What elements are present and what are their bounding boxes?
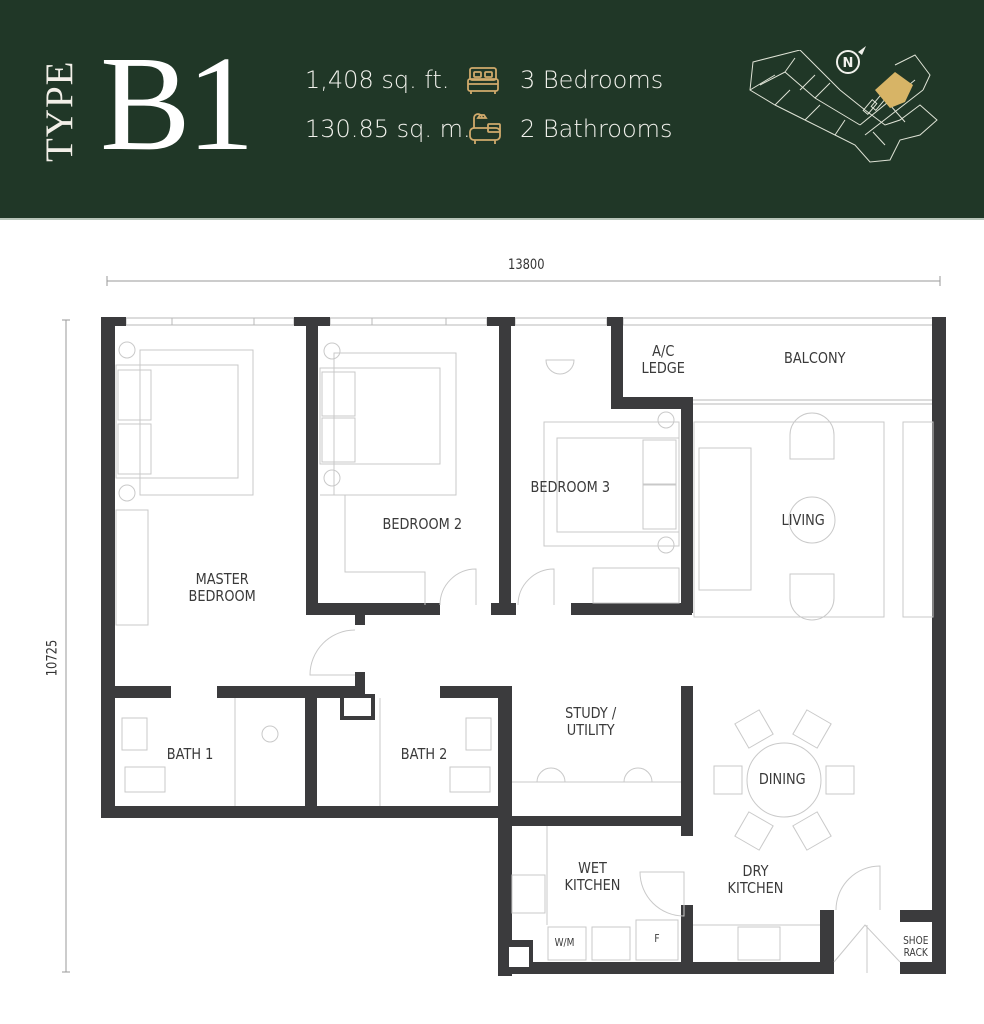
floor-plan: 13800: [0, 220, 984, 1024]
washing-machine-label: W/M: [554, 937, 575, 949]
room-bedroom-2: BEDROOM 2: [382, 515, 463, 533]
area-sqft: 1,408 sq. ft.: [305, 66, 450, 94]
floor-plan-drawing: [62, 276, 946, 976]
fridge-label: F: [654, 933, 660, 945]
compass-north-icon: N: [836, 46, 866, 74]
room-study-utility: STUDY /UTILITY: [565, 704, 617, 739]
area-sqm: 130.85 sq. m.: [305, 115, 471, 143]
height-dimension: 10725: [44, 639, 61, 677]
bathrooms-count: 2 Bathrooms: [520, 115, 673, 143]
type-label: TYPE: [38, 60, 81, 163]
room-bath-2: BATH 2: [400, 745, 448, 763]
bed-icon: [467, 67, 499, 94]
unit-model: B1: [100, 29, 255, 179]
room-living: LIVING: [781, 511, 825, 529]
bathtub-icon: [469, 113, 501, 144]
key-plan: [749, 50, 938, 163]
header-banner: TYPE B1 1,408 sq. ft. 130.85 sq. m. 3 Be…: [0, 0, 984, 220]
bedrooms-count: 3 Bedrooms: [520, 66, 664, 94]
room-bedroom-3: BEDROOM 3: [530, 478, 611, 496]
room-balcony: BALCONY: [784, 349, 846, 367]
width-dimension: 13800: [508, 257, 545, 273]
room-dining: DINING: [758, 770, 806, 788]
svg-text:N: N: [843, 56, 854, 71]
room-bath-1: BATH 1: [166, 745, 214, 763]
